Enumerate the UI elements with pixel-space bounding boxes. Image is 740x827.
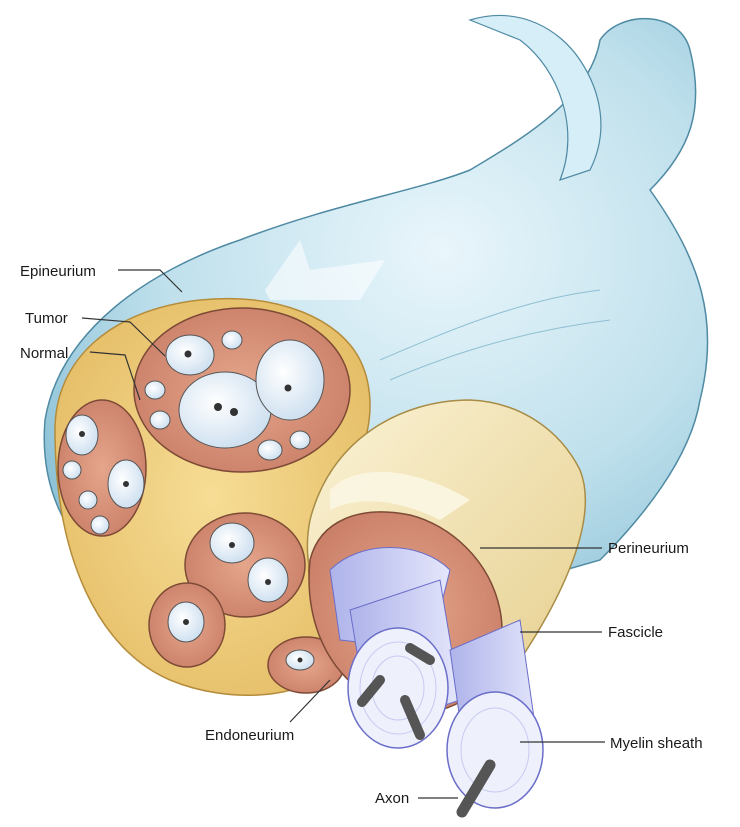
label-normal: Normal [20, 345, 68, 362]
fascicle-normal [58, 400, 146, 536]
label-tumor: Tumor [25, 310, 68, 327]
label-axon: Axon [375, 790, 409, 807]
fascicle-small [149, 583, 225, 667]
myelin-sheath-fiber-2 [447, 620, 543, 808]
label-fascicle: Fascicle [608, 624, 663, 641]
fascicle-tumor [134, 308, 350, 472]
myelin-sheath-fiber-1 [348, 580, 460, 748]
label-perineurium: Perineurium [608, 540, 689, 557]
label-myelin-sheath: Myelin sheath [610, 735, 703, 752]
label-epineurium: Epineurium [20, 263, 96, 280]
label-endoneurium: Endoneurium [205, 727, 294, 744]
